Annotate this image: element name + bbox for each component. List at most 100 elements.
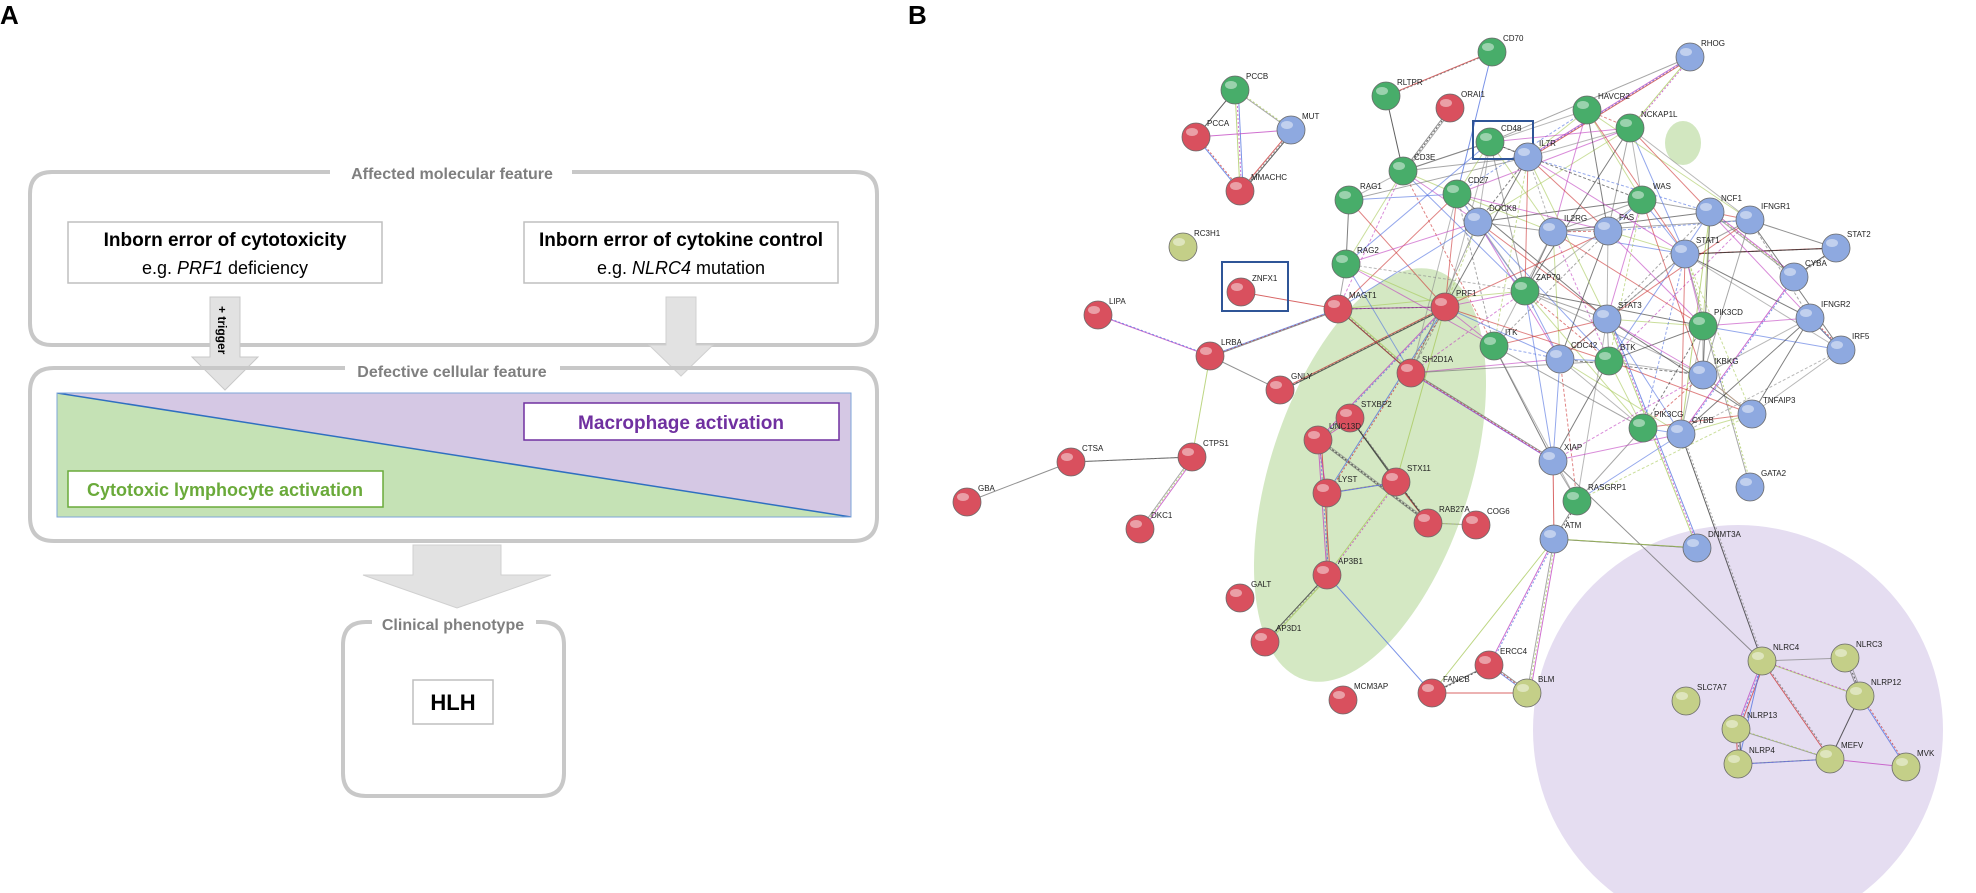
- network-edge: [1328, 481, 1398, 494]
- node-highlight: [1088, 306, 1100, 314]
- node-highlight: [1393, 162, 1405, 170]
- node-label: STAT1: [1696, 236, 1720, 245]
- network-node: [1177, 442, 1207, 472]
- network-edge: [1345, 263, 1412, 374]
- cytotoxicity-title: Inborn error of cytotoxicity: [104, 230, 347, 251]
- network-edge: [1527, 156, 1609, 232]
- network-edge: [1559, 358, 1704, 376]
- network-edge: [1524, 127, 1631, 292]
- network-edge: [1702, 325, 1842, 351]
- network-edge: [1811, 317, 1843, 351]
- network-edge: [1751, 317, 1811, 415]
- node-label: GALT: [1251, 580, 1271, 589]
- network-edge: [1444, 306, 1610, 362]
- network-edge: [1586, 109, 1751, 221]
- network-edge: [1559, 358, 1578, 502]
- network-edge: [1809, 317, 1842, 351]
- network-edge: [1629, 127, 1751, 221]
- network-edge: [1702, 219, 1751, 376]
- network-node: [1463, 207, 1493, 237]
- network-edge: [1524, 199, 1643, 292]
- network-edge: [1608, 360, 1644, 429]
- network-edge: [1738, 728, 1742, 765]
- network-edge: [1444, 141, 1491, 308]
- network-edge: [1477, 221, 1561, 360]
- cytokine-arrow: [647, 296, 715, 377]
- network-edge: [1395, 481, 1429, 524]
- network-node: [1474, 650, 1504, 680]
- network-node: [1461, 510, 1491, 540]
- network-edge: [1072, 456, 1194, 463]
- network-edge: [1552, 219, 1751, 233]
- node-label: ATM: [1565, 521, 1582, 530]
- network-edge: [1680, 253, 1686, 435]
- node-label: MUT: [1302, 112, 1319, 121]
- network-edge: [1527, 156, 1711, 213]
- network-edge: [1326, 574, 1433, 694]
- network-edge: [1402, 170, 1479, 223]
- network-edge: [1141, 456, 1195, 530]
- network-node: [1125, 514, 1155, 544]
- network-edge: [1795, 247, 1838, 278]
- network-edge: [1607, 230, 1686, 255]
- network-edge: [1680, 317, 1811, 435]
- node-highlight: [1784, 268, 1796, 276]
- network-edge: [1684, 253, 1751, 488]
- node-highlight: [1620, 119, 1632, 127]
- node-highlight: [1480, 133, 1492, 141]
- network-edge: [1264, 574, 1328, 643]
- network-edge: [1608, 199, 1643, 362]
- node-highlight: [1418, 514, 1430, 522]
- network-edge: [1444, 230, 1609, 308]
- network-edge: [1345, 263, 1526, 292]
- network-edge: [1477, 141, 1491, 223]
- network-edge: [1319, 306, 1447, 441]
- network-edge: [1844, 657, 1861, 697]
- node-highlight: [1401, 364, 1413, 372]
- node-highlight: [1693, 317, 1705, 325]
- network-edge: [1552, 199, 1643, 233]
- node-highlight: [1317, 566, 1329, 574]
- node-label: IL2RG: [1564, 214, 1587, 223]
- network-edge: [1559, 358, 1610, 362]
- network-edge: [1608, 211, 1711, 362]
- network-edge: [1735, 728, 1739, 765]
- network-edge: [1444, 290, 1526, 308]
- network-edge: [1489, 141, 1554, 233]
- network-edge: [1555, 500, 1580, 540]
- node-label: RAG1: [1360, 182, 1382, 191]
- node-label: CDC42: [1571, 341, 1598, 350]
- network-node: [1276, 115, 1306, 145]
- node-highlight: [1484, 337, 1496, 345]
- network-edge: [1606, 211, 1711, 320]
- network-node: [1666, 419, 1696, 449]
- network-node: [1615, 113, 1645, 143]
- network-node: [1695, 197, 1725, 227]
- network-edge: [1211, 308, 1340, 357]
- node-label: RC3H1: [1194, 229, 1221, 238]
- network-edge: [1456, 141, 1491, 195]
- node-highlight: [1831, 341, 1843, 349]
- node-label: DNMT3A: [1708, 530, 1742, 539]
- node-highlight: [1435, 298, 1447, 306]
- network-edge: [1456, 193, 1495, 347]
- network-edge: [1709, 211, 1795, 278]
- node-label: RLTPR: [1397, 78, 1423, 87]
- network-edge: [1191, 355, 1211, 458]
- node-label: ZAP70: [1536, 273, 1561, 282]
- network-edge: [1319, 417, 1352, 441]
- node-highlight: [1632, 191, 1644, 199]
- network-node: [1396, 358, 1426, 388]
- node-highlight: [1820, 750, 1832, 758]
- network-node: [1335, 403, 1365, 433]
- network-edge: [1680, 349, 1842, 435]
- network-edge: [1682, 276, 1797, 435]
- node-label: IFNGR1: [1761, 202, 1791, 211]
- network-edge: [1641, 199, 1704, 376]
- node-highlight: [1231, 283, 1243, 291]
- node-highlight: [1482, 43, 1494, 51]
- node-highlight: [1339, 191, 1351, 199]
- network-edge: [1702, 374, 1753, 415]
- network-edge: [1761, 657, 1846, 662]
- network-node: [1475, 127, 1505, 157]
